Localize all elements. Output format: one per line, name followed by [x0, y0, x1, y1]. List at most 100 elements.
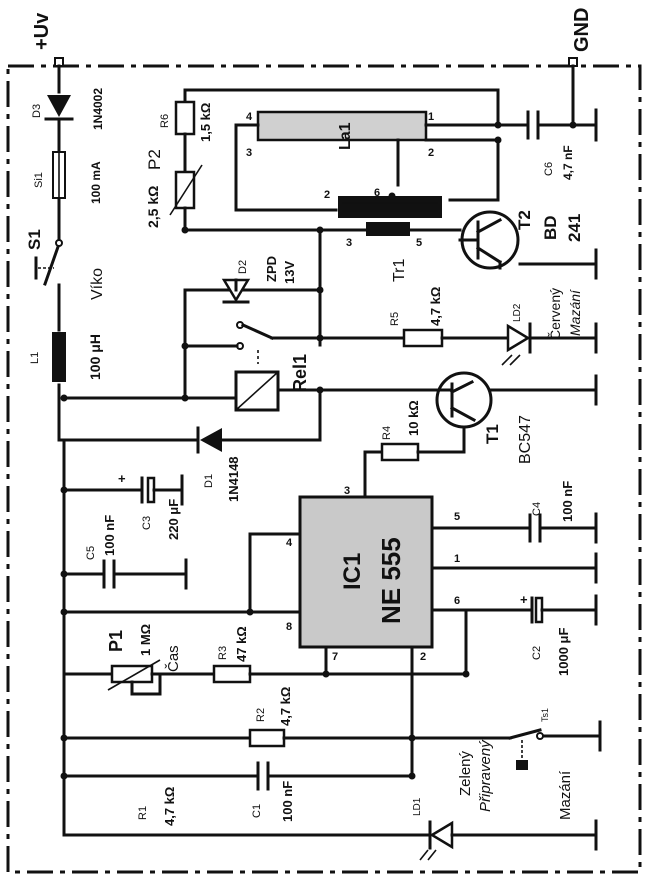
c5-value: 100 nF	[102, 515, 117, 556]
relay-section	[62, 228, 598, 454]
ld1-led	[429, 820, 454, 850]
l1-value: 100 μH	[87, 334, 103, 380]
la1-label: La1	[337, 122, 354, 150]
r2-section	[62, 720, 602, 770]
rel1-label: Rel1	[290, 354, 310, 392]
r6-value: 1,5 kΩ	[198, 103, 213, 142]
tr1-label: Tr1	[391, 258, 408, 282]
left-rail	[57, 64, 66, 837]
la1-pin-1: 1	[428, 111, 434, 123]
tr1-pin-2: 2	[324, 189, 330, 201]
junction-dots	[60, 121, 577, 780]
la1-pin-2: 2	[428, 147, 434, 159]
t2-transistor	[458, 210, 598, 280]
t1-transistor	[435, 371, 598, 454]
c5-label: C5	[85, 546, 97, 560]
c1-section	[62, 761, 414, 791]
ld2-value-a: Červený	[547, 288, 563, 340]
enclosure-border	[6, 64, 642, 874]
si1-label: Si1	[33, 172, 45, 188]
ic1-label: IC1	[339, 553, 366, 590]
d3-diode	[44, 95, 74, 121]
ld1-value-a: Zelený	[457, 750, 474, 796]
p1-label: P1	[106, 630, 126, 652]
ic1-pin-2: 2	[420, 651, 426, 663]
t2-value-b: 241	[565, 214, 584, 242]
c3-plus: +	[118, 471, 126, 486]
r2-resistor	[248, 728, 286, 748]
r6-label: R6	[159, 114, 171, 128]
ld1-value-c: Mazání	[557, 770, 574, 820]
ic1-pin-1: 1	[454, 553, 460, 565]
tr1-pin-6: 6	[374, 187, 380, 199]
tr1-transformer	[338, 196, 442, 218]
s1-switch	[34, 239, 63, 286]
gnd-rail	[542, 64, 598, 142]
ic1-pin-6: 6	[454, 595, 460, 607]
p1-note: Čas	[165, 645, 182, 672]
c4-value: 100 nF	[560, 481, 575, 522]
ic1-pin-5: 5	[454, 511, 460, 523]
c2-value: 1000 μF	[556, 628, 571, 676]
ts1-label: Ts1	[540, 708, 550, 722]
si1-value: 100 mA	[89, 161, 103, 204]
ld2-value-b: Mazání	[567, 288, 583, 336]
d2-value-a: ZPD	[264, 256, 279, 282]
s1-label: S1	[25, 229, 44, 250]
d3-value: 1N4002	[91, 88, 105, 130]
l1-label: L1	[29, 352, 41, 364]
d2-value-b: 13V	[282, 261, 297, 284]
t2-value-a: BD	[541, 215, 560, 240]
ld1-section	[62, 819, 598, 861]
la1-pin-4: 4	[246, 111, 253, 123]
t1-label: T1	[483, 424, 502, 444]
ic1-pin-4: 4	[286, 537, 293, 549]
r5-label: R5	[389, 312, 401, 326]
c6-label: C6	[543, 162, 555, 176]
c2-label: C2	[531, 646, 543, 660]
ld1-value-b: Připravený	[477, 739, 494, 812]
r2-label: R2	[255, 708, 267, 722]
d1-value: 1N4148	[226, 456, 241, 502]
tr1-pin-5: 5	[416, 237, 422, 249]
r4-value: 10 kΩ	[406, 400, 421, 436]
r4-section	[363, 442, 466, 499]
c3-value: 220 μF	[166, 499, 181, 540]
c5-capacitor	[62, 558, 188, 590]
r2-value: 4,7 kΩ	[278, 687, 293, 726]
ld2-label: LD2	[512, 303, 523, 322]
tr1-pin-3: 3	[346, 237, 352, 249]
r1-value: 4,7 kΩ	[162, 787, 177, 826]
r4-label: R4	[381, 426, 393, 440]
r4-resistor	[380, 442, 420, 462]
c1-value: 100 nF	[280, 781, 295, 822]
ld2-led	[506, 323, 531, 353]
p1-r3-section	[62, 659, 468, 696]
d1-label: D1	[203, 474, 215, 488]
uv-label: +Uv	[31, 12, 53, 50]
hv-section	[169, 88, 546, 236]
c3-label: C3	[141, 516, 153, 530]
d2-label: D2	[237, 260, 249, 274]
r1-label: R1	[137, 806, 149, 820]
gnd-label: GND	[571, 8, 593, 52]
c3-capacitor	[62, 474, 184, 506]
ic1-pin-7: 7	[332, 651, 338, 663]
r3-resistor	[212, 664, 252, 684]
p1-value: 1 MΩ	[138, 624, 153, 656]
p2-label: P2	[145, 149, 164, 170]
ic1-value: NE 555	[376, 537, 406, 624]
r5-value: 4,7 kΩ	[428, 287, 443, 326]
si1-fuse	[52, 151, 66, 199]
ic1-chip	[62, 495, 598, 778]
c4-label: C4	[531, 502, 543, 516]
t1-value: BC547	[517, 415, 534, 464]
d3-label: D3	[31, 104, 43, 118]
r3-label: R3	[217, 646, 229, 660]
la1-pin-3: 3	[246, 147, 252, 159]
ic1-pin-3: 3	[344, 485, 350, 497]
s1-note: Víko	[89, 268, 106, 300]
ld1-label: LD1	[412, 797, 423, 816]
c1-label: C1	[251, 804, 263, 818]
